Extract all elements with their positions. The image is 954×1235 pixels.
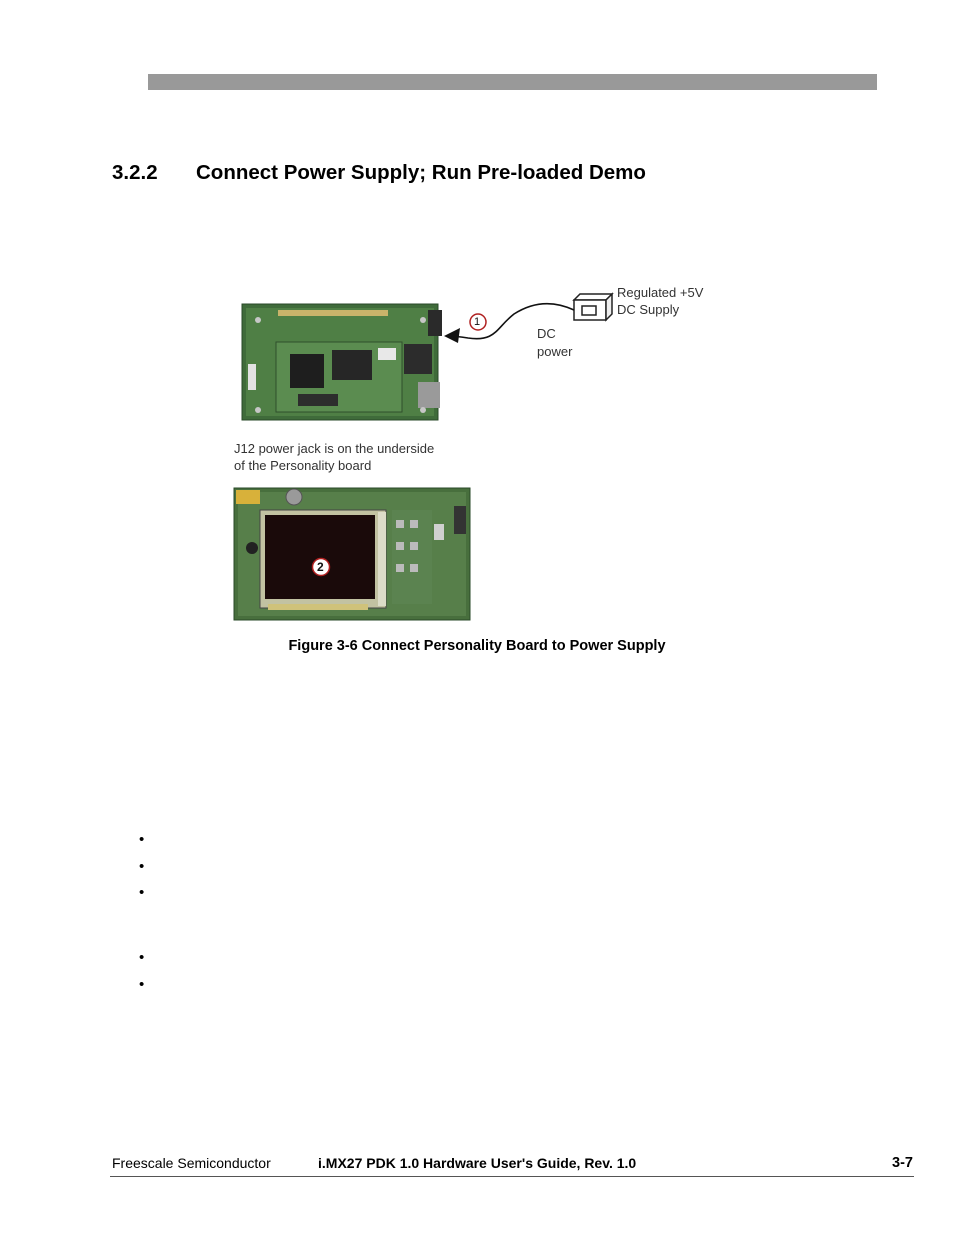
footer-doc-title: i.MX27 PDK 1.0 Hardware User's Guide, Re… <box>318 1155 637 1171</box>
callout-2-label: 2 <box>317 560 324 574</box>
supply-label-line2: DC Supply <box>617 302 680 317</box>
footer-page-number: 3-7 <box>892 1155 913 1171</box>
supply-label-line1: Regulated +5V <box>617 285 704 300</box>
cable-label-line2: power <box>537 344 573 359</box>
bullet-2: • <box>139 858 145 875</box>
dc-supply-icon <box>572 292 614 322</box>
figure-caption: Figure 3-6 Connect Personality Board to … <box>288 638 666 654</box>
arrow-icon <box>444 328 460 343</box>
callout-1-label: 1 <box>474 316 481 328</box>
footer-company: Freescale Semiconductor <box>112 1155 271 1171</box>
note-line1: J12 power jack is on the underside <box>234 441 435 456</box>
section-heading: 3.2.2 Connect Power Supply; Run Pre-loade… <box>112 161 646 185</box>
header-bar <box>148 74 877 90</box>
bullet-1: • <box>139 831 145 848</box>
section-title: Connect Power Supply; Run Pre-loaded Dem… <box>196 161 646 184</box>
lcd-board-image <box>233 487 471 621</box>
dc-power-cable <box>444 302 575 343</box>
callout-1-marker <box>469 313 487 331</box>
personality-board-image <box>241 303 442 421</box>
board-illustration <box>233 292 614 621</box>
callout-2-marker <box>311 557 331 577</box>
bullet-3: • <box>139 884 145 901</box>
figure-connect-power: Regulated +5V DC Supply DC power 1 2 J12… <box>228 280 728 625</box>
bullet-4: • <box>139 949 145 966</box>
section-number: 3.2.2 <box>112 161 158 184</box>
note-line2: of the Personality board <box>234 458 372 473</box>
footer-rule <box>110 1176 914 1177</box>
cable-label-line1: DC <box>537 326 556 341</box>
bullet-5: • <box>139 976 145 993</box>
